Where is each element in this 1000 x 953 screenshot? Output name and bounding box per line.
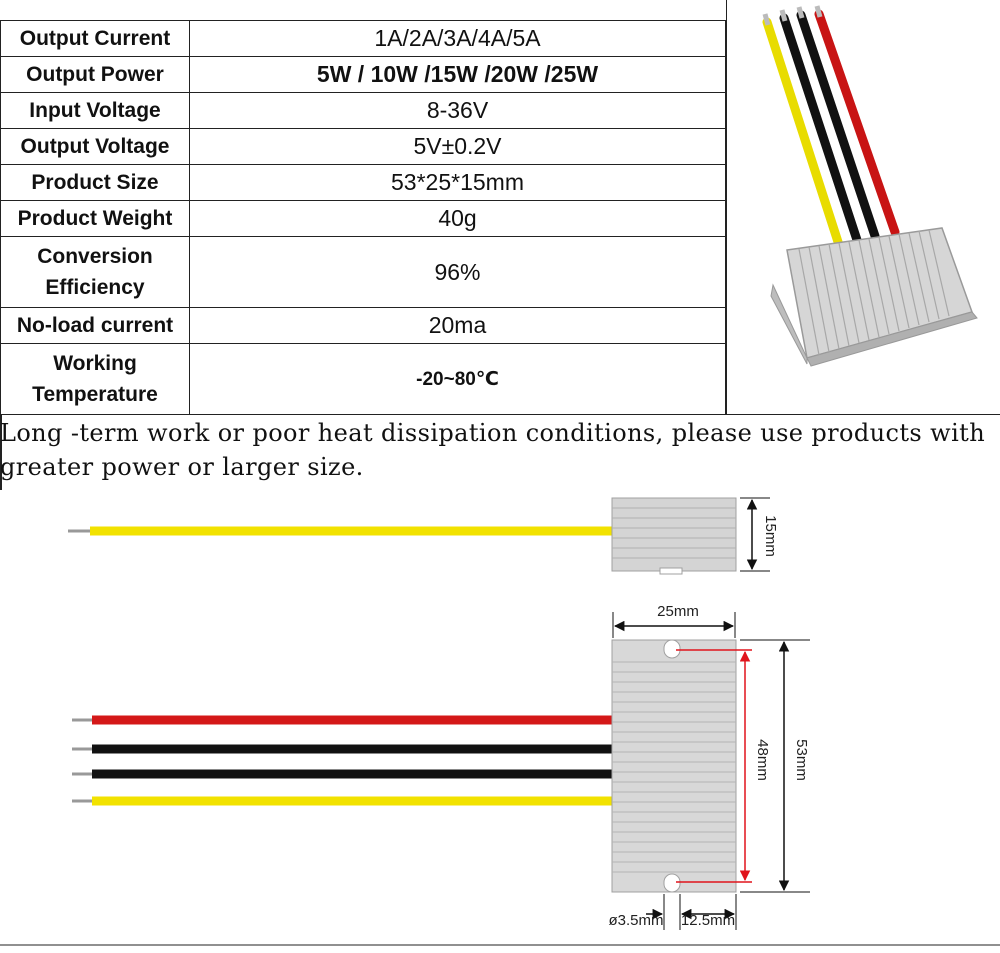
black-wire xyxy=(796,10,880,241)
usage-note: Long -term work or poor heat dissipation… xyxy=(0,419,994,481)
spec-label: No-load current xyxy=(0,307,190,344)
hole-spacing-label: 48mm xyxy=(754,739,771,781)
spec-label-line: Working xyxy=(53,352,137,375)
spec-row-working-temperature: Working Temperature -20~80℃ xyxy=(0,343,726,415)
spec-row-input-voltage: Input Voltage 8-36V xyxy=(0,92,726,129)
spec-value: 5W / 10W /15W /20W /25W xyxy=(189,56,726,93)
dimension-diagram: 15mm 25mm xyxy=(0,490,1000,948)
length-dimension-label: 53mm xyxy=(793,739,810,781)
spec-value: -20~80℃ xyxy=(189,343,726,415)
spec-value: 96% xyxy=(189,236,726,308)
top-view-heatsink xyxy=(611,639,737,893)
spec-value: 53*25*15mm xyxy=(189,164,726,201)
spec-value: 8-36V xyxy=(189,92,726,129)
spec-label: Output Power xyxy=(0,56,190,93)
spec-table: Output Current 1A/2A/3A/4A/5A Output Pow… xyxy=(0,20,726,415)
spec-label-line: Efficiency xyxy=(45,276,145,299)
wire-tip xyxy=(796,6,805,19)
mounting-flange xyxy=(770,283,808,365)
hole-diameter-label: ø3.5mm xyxy=(608,912,663,929)
spec-value: 20ma xyxy=(189,307,726,344)
spec-row-output-current: Output Current 1A/2A/3A/4A/5A xyxy=(0,20,726,57)
wire-tip xyxy=(762,13,771,26)
mounting-hole-bottom xyxy=(663,873,681,893)
product-photo xyxy=(726,0,1000,415)
spec-row-no-load-current: No-load current 20ma xyxy=(0,307,726,344)
side-view-fins xyxy=(612,507,736,559)
spec-row-product-weight: Product Weight 40g xyxy=(0,200,726,237)
spec-value: 40g xyxy=(189,200,726,237)
wire-tip xyxy=(814,5,823,18)
height-dimension-label: 15mm xyxy=(762,515,779,557)
spec-row-output-power: Output Power 5W / 10W /15W /20W /25W xyxy=(0,56,726,93)
spec-value: 1A/2A/3A/4A/5A xyxy=(189,20,726,57)
left-border xyxy=(0,414,2,490)
spec-label: Input Voltage xyxy=(0,92,190,129)
dimension-drawing: 15mm 25mm xyxy=(0,497,1000,946)
spec-label: Working Temperature xyxy=(0,343,190,415)
side-view-notch xyxy=(659,567,683,575)
spec-value: 5V±0.2V xyxy=(189,128,726,165)
spec-row-output-voltage: Output Voltage 5V±0.2V xyxy=(0,128,726,165)
side-view-heatsink xyxy=(611,497,737,572)
spec-label-line: Conversion xyxy=(37,245,153,268)
top-view-fins xyxy=(612,661,736,873)
spec-label: Output Current xyxy=(0,20,190,57)
spec-label: Product Size xyxy=(0,164,190,201)
spec-label-line: Temperature xyxy=(32,383,158,406)
wire-tip xyxy=(779,9,788,22)
black-wire xyxy=(779,13,862,245)
spec-label: Product Weight xyxy=(0,200,190,237)
spec-label: Conversion Efficiency xyxy=(0,236,190,308)
spec-row-conversion-efficiency: Conversion Efficiency 96% xyxy=(0,236,726,308)
spec-row-product-size: Product Size 53*25*15mm xyxy=(0,164,726,201)
heatsink-fins xyxy=(798,229,950,356)
hole-offset-label: 12.5mm xyxy=(681,912,735,929)
width-dimension-label: 25mm xyxy=(657,603,699,620)
mounting-hole-top xyxy=(663,639,681,659)
red-wire xyxy=(814,9,900,237)
spec-label: Output Voltage xyxy=(0,128,190,165)
yellow-wire xyxy=(762,17,844,250)
converter-photo-illustration xyxy=(762,5,978,367)
heatsink-edge xyxy=(806,311,978,367)
